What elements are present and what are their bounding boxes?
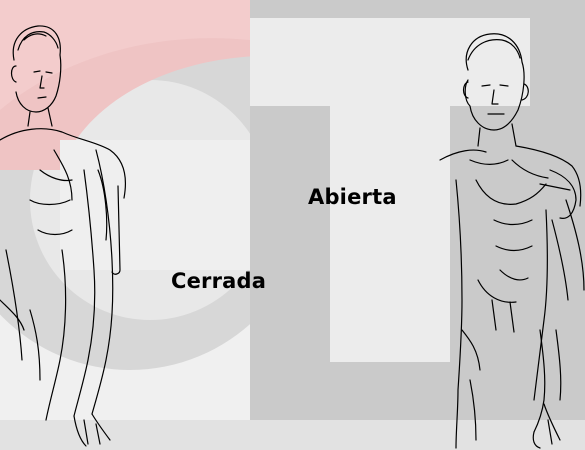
watermark-t-stem (330, 100, 450, 362)
watermark-t-bar (250, 18, 530, 106)
label-closed: Cerrada (171, 271, 266, 292)
watermark-bottom-band (0, 420, 585, 450)
label-open: Abierta (308, 187, 397, 208)
